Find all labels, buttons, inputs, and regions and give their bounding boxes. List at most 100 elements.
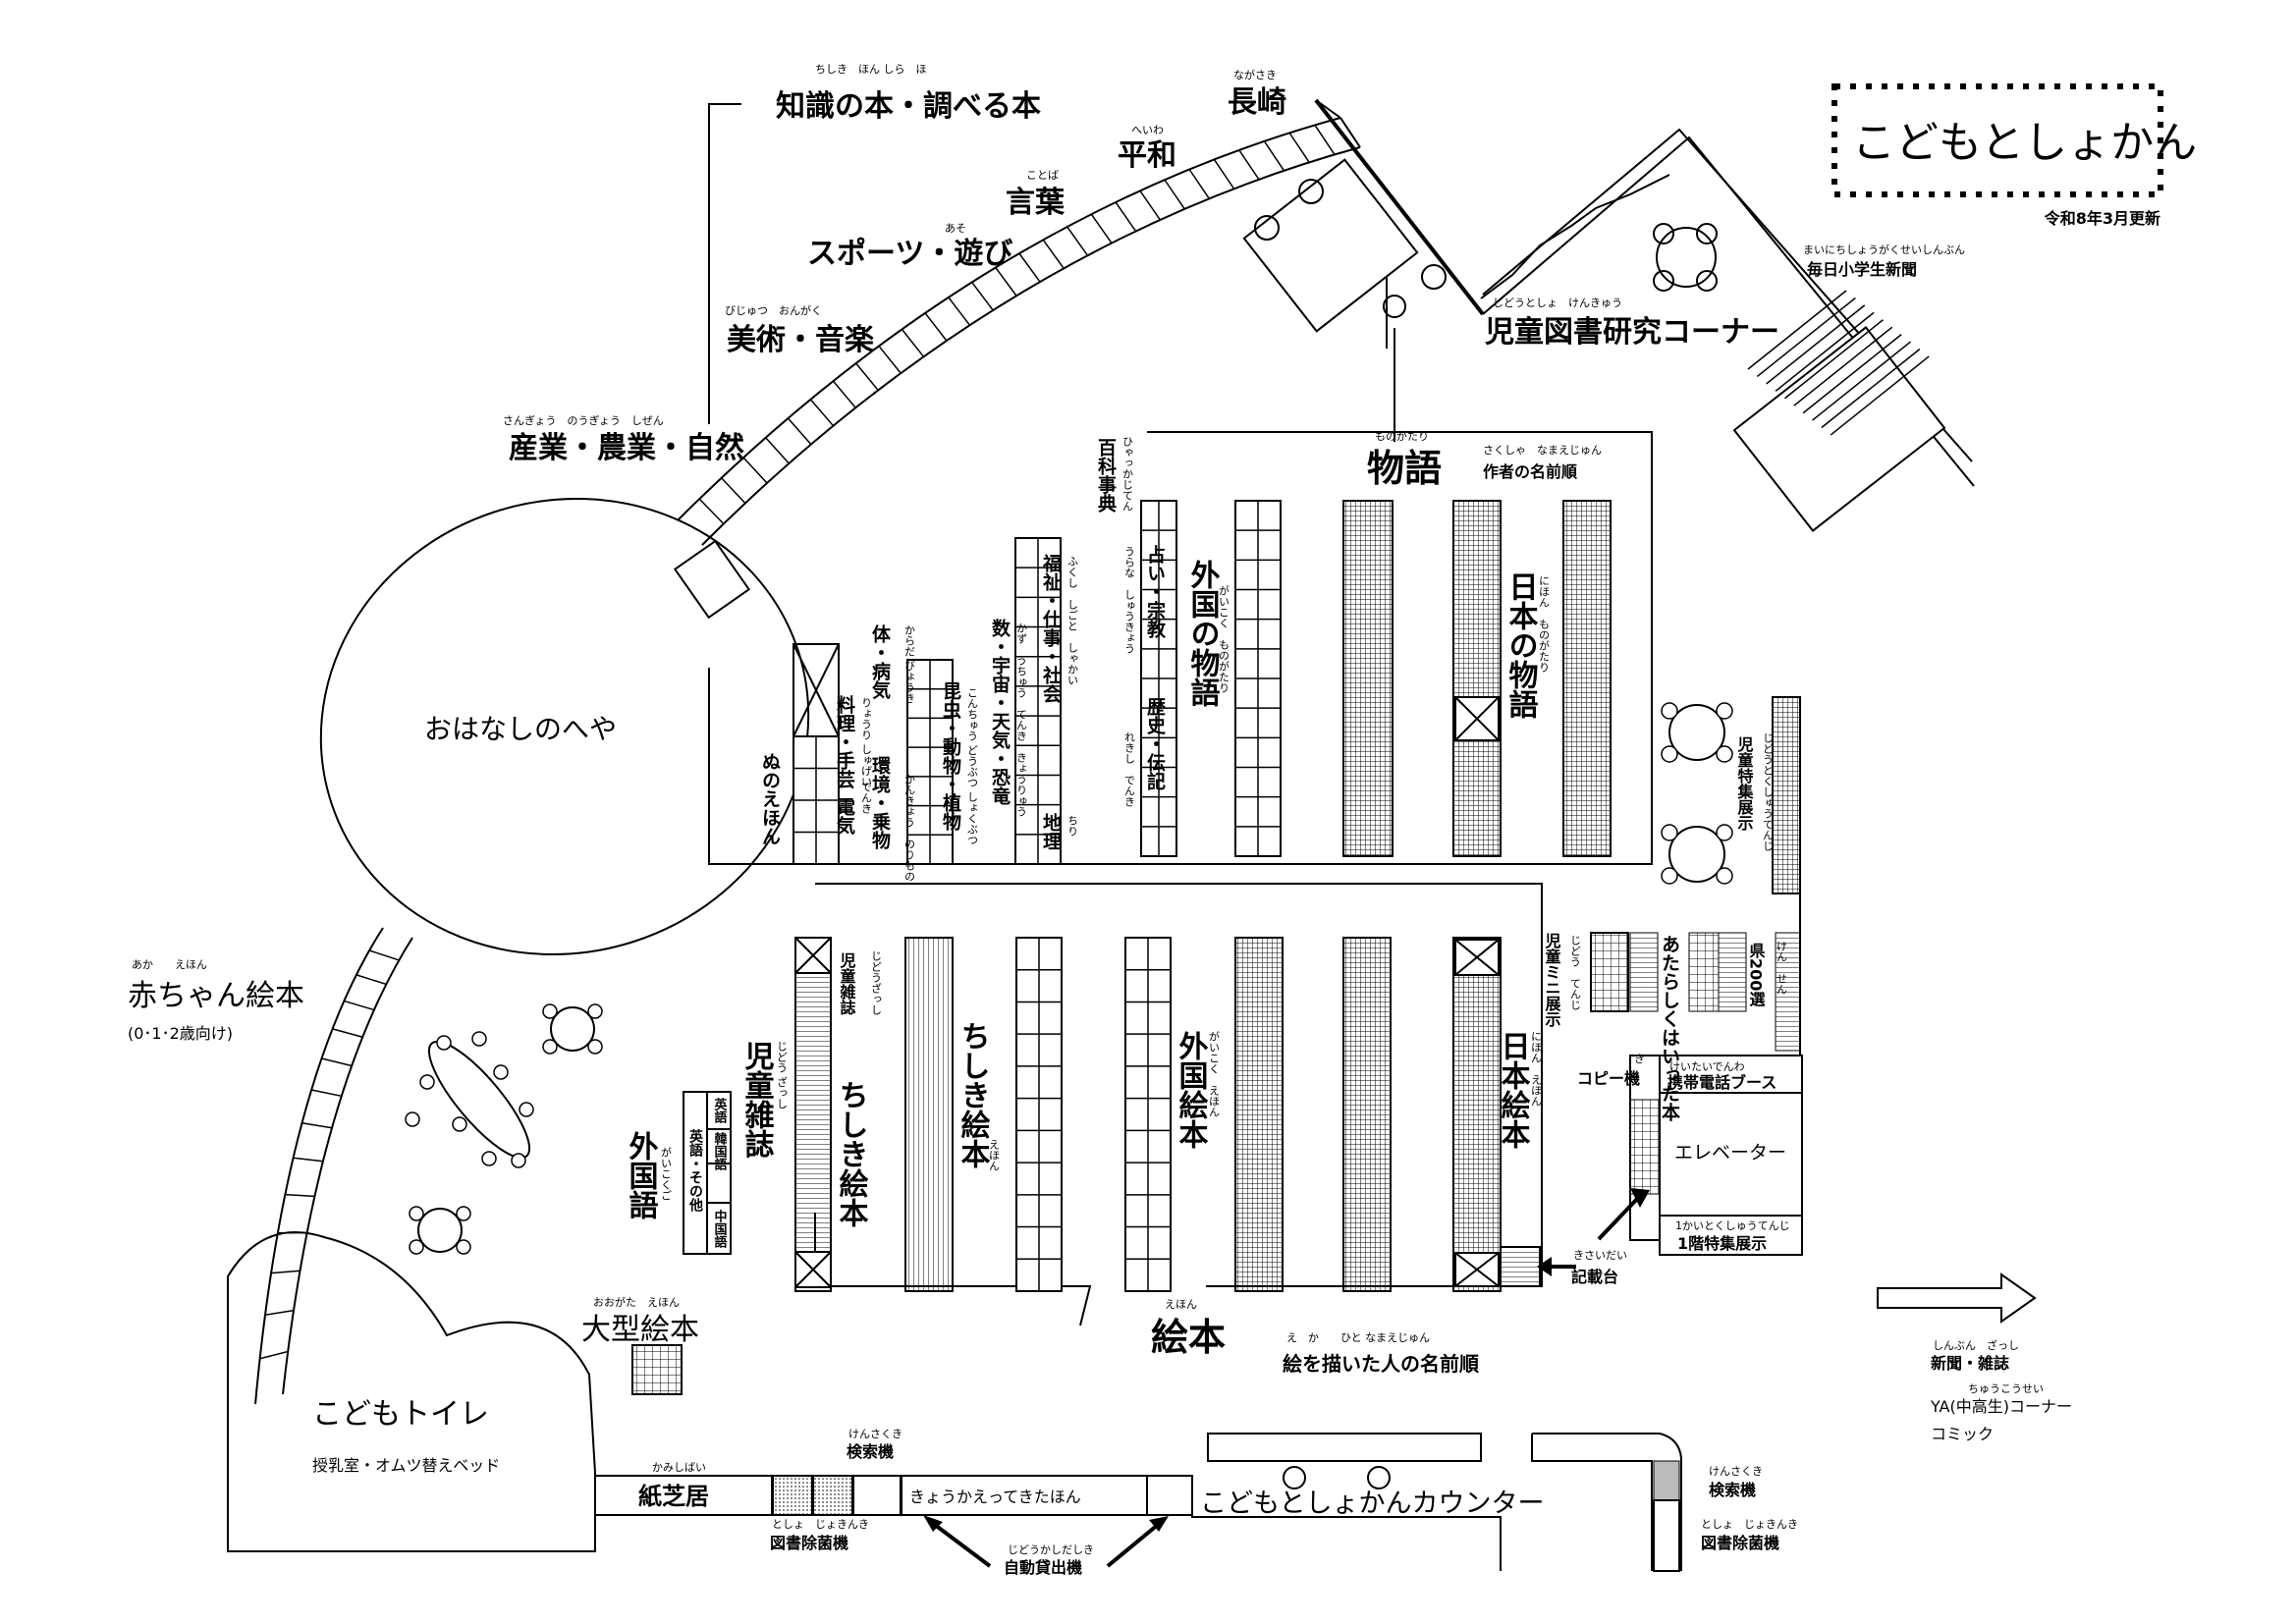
small-magazine-label: 児童雑誌 [838,952,857,1016]
insects-label: 昆虫・動物・植物 [940,681,961,831]
svg-text:き: き [1634,1053,1645,1065]
elevator-block [1597,1055,1803,1256]
welfare-label: 福祉・仕事・社会 [1040,553,1063,704]
foreign-language-label: 外国語 [624,1131,659,1219]
svg-text:じどう ざっし: じどう ざっし [776,1041,789,1110]
foreign-story-label: 外国の物語 [1185,560,1221,707]
english-other-label: 英語・その他 [687,1128,704,1213]
toilet-area [227,1231,596,1552]
special-label: 児童特集展示 [1735,736,1755,832]
newspaper-label: 新聞・雑誌 [1931,1354,2009,1373]
history-label: 歴史・伝記 [1144,697,1166,790]
ehon-label: 絵本 [1151,1316,1226,1359]
big-picture-books-label: 大型絵本 [581,1313,699,1347]
mini-exhibit-label: 児童ミニ展示 [1543,933,1562,1028]
kamishibai-label: 紙芝居 [638,1483,709,1510]
toilet-label: こどもトイレ [312,1397,489,1432]
svg-text:おおがた えほん: おおがた えほん [593,1295,680,1309]
svg-text:ことば: ことば [1026,169,1059,182]
sterilizer-label: 図書除菌機 [770,1534,848,1552]
svg-text:じどう てんじ: じどう てんじ [1569,935,1582,1010]
self-checkout-label: 自動貸出機 [1004,1558,1082,1577]
env-label: 環境・乗物 [869,756,891,849]
search-kiosk-label: 検索機 [847,1442,894,1461]
svg-text:にほん えほん: にほん えほん [1530,1031,1543,1107]
map-title: こどもとしょかん [1852,118,2197,168]
returned-books-label: きょうかえってきたほん [909,1488,1081,1506]
svg-text:かず うちゅう てんき きょうりゅう: かず うちゅう てんき きょうりゅう [1015,623,1028,817]
baby-area [254,927,603,1405]
right-shelves [1590,696,1801,1056]
svg-text:けいたいでんわ: けいたいでんわ [1669,1060,1745,1073]
foreign-language-shelf [683,1091,732,1255]
illustrator-order-label: 絵を描いた人の名前順 [1283,1352,1480,1376]
heiwa-label: 平和 [1118,138,1176,173]
mainichi-label: 毎日小学生新聞 [1807,260,1917,279]
counter-label: こどもとしょかんカウンター [1200,1489,1544,1519]
nagasaki-label: 長崎 [1228,85,1286,120]
math-label: 数・宇宙・天気・恐竜 [989,618,1011,805]
svg-text:がいこくご: がいこくご [660,1147,673,1201]
svg-text:ながさき: ながさき [1233,68,1277,81]
svg-text:さんぎょう のうぎょう しぜん: さんぎょう のうぎょう しぜん [503,413,664,427]
svg-text:きさいだい: きさいだい [1573,1249,1627,1262]
picture-book-area [794,883,1543,1326]
new-books-label: あたらしくはいった本 [1659,935,1680,1122]
labels: ちしき ほん しら ほ 知識の本・調べる本 ながさき 長崎 へいわ 平和 ことば… [128,63,2072,1577]
foreign-ehon-label: 外国絵本 [1174,1031,1209,1149]
baby-age-label: (0･1･2歳向け) [128,1024,233,1043]
elevator-label: エレベーター [1674,1142,1786,1164]
research-label: 児童図書研究コーナー [1485,315,1779,350]
svg-text:からだ びょうき: からだ びょうき [903,624,916,704]
svg-text:うらな しゅうきょう: うらな しゅうきょう [1123,546,1136,654]
ya-label: YA(中高生)コーナー [1930,1397,2072,1416]
svg-text:え か ひと なまえじゅん: え か ひと なまえじゅん [1286,1331,1430,1344]
phone-booth-label: 携帯電話ブース [1667,1073,1777,1092]
svg-text:りょうり しゅげい: りょうり しゅげい [860,697,873,787]
stand-label: 記載台 [1571,1268,1618,1286]
svg-text:えほん: えほん [1165,1298,1197,1311]
svg-text:えほん: えほん [988,1139,1001,1171]
knowledge-label: 知識の本・調べる本 [776,89,1041,124]
svg-text:こんちゅう どうぶつ しょくぶつ: こんちゅう どうぶつ しょくぶつ [966,687,979,845]
svg-text:でんき: でんき [860,782,873,814]
svg-text:がいこく ものがたり: がいこく ものがたり [1218,585,1230,693]
svg-text:しんぶん ざっし: しんぶん ざっし [1933,1338,2019,1352]
search-kiosk-2-label: 検索機 [1709,1481,1756,1499]
svg-text:じどうとくしゅうてんじ: じどうとくしゅうてんじ [1762,732,1775,851]
svg-text:にほん ものがたり: にほん ものがたり [1538,575,1551,673]
floor-special-label: 1階特集展示 [1677,1234,1767,1253]
encyclopedia-label: 百科事典 [1095,438,1117,514]
japan-story-label: 日本の物語 [1503,571,1539,719]
story-room-label: おはなしのへや [424,713,617,745]
industry-label: 産業・農業・自然 [509,431,744,465]
chishiki-ehon-label: ちしき絵本 [956,1021,991,1168]
chishiki-ehon-under-label: ちしき絵本 [834,1080,869,1227]
comic-label: コミック [1931,1425,1994,1443]
english-label: 英語 [712,1097,729,1124]
svg-text:としょ じょきんき: としょ じょきんき [1701,1518,1798,1531]
svg-text:ふくし しごと しゃかい: ふくし しごと しゃかい [1066,556,1079,685]
svg-text:ちり: ちり [1066,815,1079,837]
svg-text:あか えほん: あか えほん [132,958,207,971]
monogatari-label: 物語 [1367,447,1442,490]
author-order-label: 作者の名前順 [1483,462,1578,481]
svg-text:かんきょう のりもの: かんきょう のりもの [903,774,916,882]
svg-text:けん せん: けん せん [1776,941,1788,995]
kotoba-label: 言葉 [1006,186,1066,220]
story-room: おはなしのへや [319,498,810,955]
cloth-book-label: ぬのえほん [759,752,781,845]
svg-text:さくしゃ なまえじゅん: さくしゃ なまえじゅん [1483,444,1602,457]
svg-text:じどうざっし: じどうざっし [870,950,883,1015]
svg-text:じどうとしょ けんきゅう: じどうとしょ けんきゅう [1493,297,1622,309]
svg-text:れきし でんき: れきし でんき [1123,731,1136,807]
svg-text:ちゅうこうせい: ちゅうこうせい [1968,1382,2044,1395]
sports-label: スポーツ・遊び [807,237,1012,271]
art-label: 美術・音楽 [727,323,874,357]
svg-text:ひゃっかじてん: ひゃっかじてん [1121,436,1134,512]
svg-text:としょ じょきんき: としょ じょきんき [772,1518,869,1531]
body-label: 体・病気 [869,623,891,700]
korean-label: 韓国語 [712,1131,728,1171]
svg-text:けんさくき: けんさくき [1709,1465,1763,1478]
